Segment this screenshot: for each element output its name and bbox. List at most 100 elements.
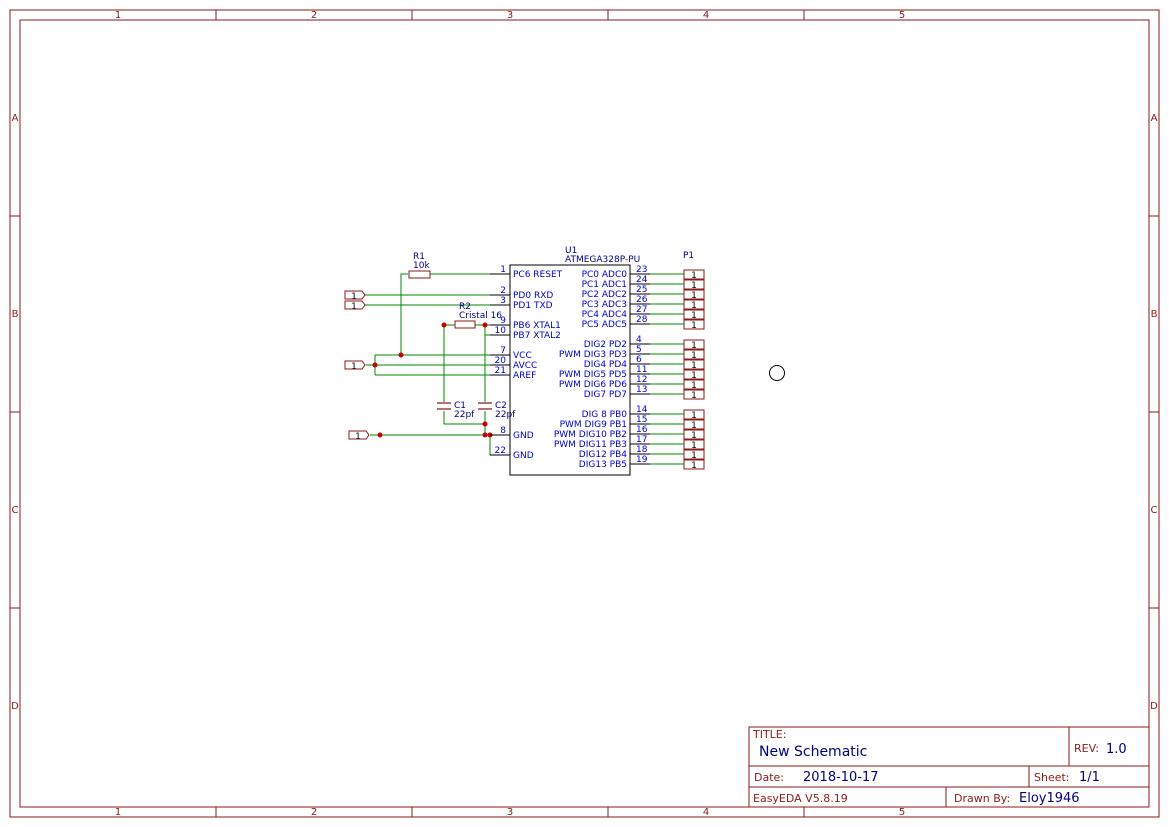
p1-pin-label: 1 xyxy=(691,291,697,301)
c1-value: 22pf xyxy=(454,410,475,420)
p1-pin-label: 1 xyxy=(691,271,697,281)
frame-column-label-bottom: 1 xyxy=(115,807,121,818)
r1-symbol: R1 10k xyxy=(408,252,431,279)
c2-value: 22pf xyxy=(495,410,516,420)
u1-right-pin-number: 24 xyxy=(636,275,648,285)
frame-column-label-top: 5 xyxy=(899,10,905,21)
sheet-value: 1/1 xyxy=(1079,770,1100,785)
frame-column-label-top: 3 xyxy=(507,10,513,21)
u1-left-pin-number: 3 xyxy=(500,296,506,306)
wire-r1-vcc xyxy=(400,273,408,355)
title-block-border xyxy=(748,726,1150,808)
u1-right-pin-number: 14 xyxy=(636,405,648,415)
p1-pin-box xyxy=(683,409,705,420)
junction-gnd-port xyxy=(377,432,383,438)
u1-right-pin-name: PWM DIG11 PB3 xyxy=(554,440,627,450)
r1-ref: R1 xyxy=(413,252,425,262)
p1-pin-label: 1 xyxy=(691,351,697,361)
u1-right-pin-name: DIG2 PD2 xyxy=(584,340,627,350)
junctions xyxy=(372,322,493,438)
outer-border xyxy=(9,9,1160,818)
wire-c1-bottom xyxy=(443,411,485,425)
frame-row-label-right: A xyxy=(1151,113,1158,124)
r1-value: 10k xyxy=(413,261,430,271)
drawn-by-label: Drawn By: xyxy=(954,792,1010,805)
u1-right-pin-name: DIG12 PB4 xyxy=(579,450,627,460)
p1-pin-label: 1 xyxy=(691,421,697,431)
net-port-label: 1 xyxy=(351,302,357,312)
u1-right-pin-name: PC1 ADC1 xyxy=(582,280,627,290)
p1-pin-box xyxy=(683,419,705,430)
u1-left-pin-number: 22 xyxy=(495,446,506,456)
p1-pin-label: 1 xyxy=(691,451,697,461)
u1-right-pin-name: PWM DIG3 PD3 xyxy=(559,350,627,360)
p1-pin-box xyxy=(683,269,705,280)
u1-right-pin-number: 16 xyxy=(636,425,648,435)
p1-pin-label: 1 xyxy=(691,461,697,471)
u1-left-pin-name: AVCC xyxy=(513,361,537,371)
junction-caps-bottom xyxy=(482,421,488,427)
p1-pin-label: 1 xyxy=(691,361,697,371)
r2-body xyxy=(454,320,476,329)
frame-column-label-bottom: 2 xyxy=(311,807,317,818)
net-port-label: 1 xyxy=(351,362,357,372)
frame-row-label-left: C xyxy=(12,505,19,516)
net-port-label: 1 xyxy=(351,292,357,302)
u1-left-pin-number: 10 xyxy=(495,326,507,336)
p1-pin-box xyxy=(683,459,705,470)
frame-column-label-top: 2 xyxy=(311,10,317,21)
date-label: Date: xyxy=(754,771,784,784)
p1-pin-box xyxy=(683,279,705,290)
c1-ref: C1 xyxy=(454,401,466,411)
frame-row-label-left: D xyxy=(11,701,19,712)
p1-ref: P1 xyxy=(683,251,694,261)
u1-right-pin-number: 13 xyxy=(636,385,647,395)
frame-column-label-bottom: 3 xyxy=(507,807,513,818)
r2-value: Cristal 16 xyxy=(459,311,502,321)
p1-pin-label: 1 xyxy=(691,341,697,351)
sheet-label: Sheet: xyxy=(1034,771,1070,784)
title-value: New Schematic xyxy=(759,744,867,760)
p1-pin-box xyxy=(683,339,705,350)
title-label: TITLE: xyxy=(752,728,786,741)
p1-pin-label: 1 xyxy=(691,281,697,291)
u1-left-pin-name: GND xyxy=(513,431,534,441)
net-port-label: 1 xyxy=(355,432,361,442)
u1-right-pin-name: PC4 ADC4 xyxy=(582,310,628,320)
date-value: 2018-10-17 xyxy=(803,770,879,785)
capacitors xyxy=(437,402,492,410)
p1-pin-box xyxy=(683,389,705,400)
u1-right-pin-name: PC5 ADC5 xyxy=(582,320,627,330)
p1-pin-label: 1 xyxy=(691,321,697,331)
u1-right-pin-name: PC0 ADC0 xyxy=(582,270,628,280)
cursor-circle xyxy=(769,365,785,381)
net-port-flag xyxy=(348,430,370,440)
p1-pin-box xyxy=(683,299,705,310)
u1-right-pin-number: 23 xyxy=(636,265,647,275)
title-block: TITLE: New Schematic REV: 1.0 Date: 2018… xyxy=(748,726,1150,808)
u1-right-pin-number: 4 xyxy=(636,335,642,345)
p1-pin-label: 1 xyxy=(691,311,697,321)
p1-pin-box xyxy=(683,449,705,460)
u1-left-pin-number: 7 xyxy=(500,346,506,356)
p1-pin-box xyxy=(683,379,705,390)
frame-row-label-right: C xyxy=(1151,505,1158,516)
p1-pin-label: 1 xyxy=(691,391,697,401)
junction-vcc-r1 xyxy=(398,352,404,358)
junction-xtal-right xyxy=(482,322,488,328)
u1-right-pin-name: DIG4 PD4 xyxy=(584,360,628,370)
p1-pin-box xyxy=(683,359,705,370)
u1-right-pin-number: 15 xyxy=(636,415,647,425)
u1-right-pin-name: PWM DIG10 PB2 xyxy=(554,430,627,440)
u1-right-pin-name: DIG7 PD7 xyxy=(584,390,627,400)
u1-right-pin-number: 19 xyxy=(636,455,648,465)
u1-right-pin-number: 12 xyxy=(636,375,647,385)
u1-left-pin-name: PB7 XTAL2 xyxy=(513,331,561,341)
u1-right-pin-number: 28 xyxy=(636,315,648,325)
r2-ref: R2 xyxy=(459,302,471,312)
junction-vcc-bus xyxy=(372,362,378,368)
u1-right-pin-number: 27 xyxy=(636,305,647,315)
u1-left-pin-number: 20 xyxy=(495,356,507,366)
